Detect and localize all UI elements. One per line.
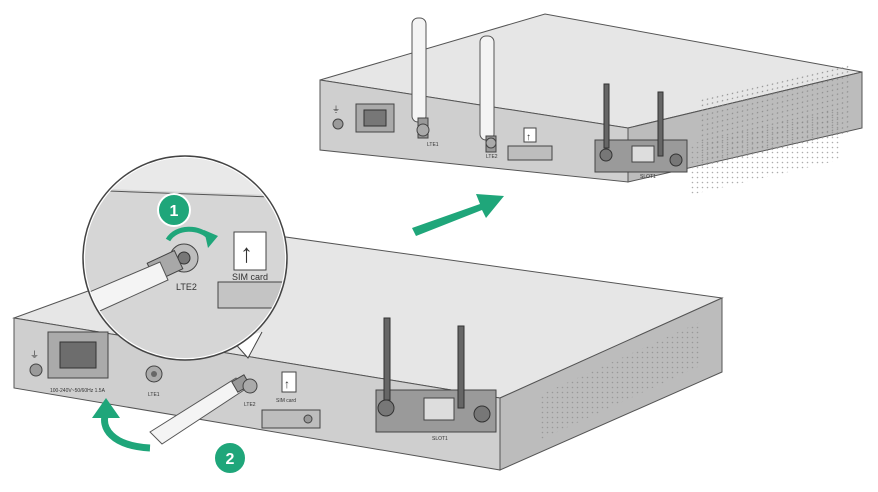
- slot1-module-top: [594, 83, 688, 173]
- sim-slot: [261, 409, 321, 429]
- step-badge-1: 1: [157, 193, 191, 227]
- sim-card-label: SIM card: [276, 398, 296, 404]
- device-after-install: ⏚ LTE1 LTE2 ↑ SLOT1: [319, 13, 863, 195]
- lte2-label-top: LTE2: [486, 154, 498, 160]
- zoom-callout: ↑ SIM card LTE2: [82, 155, 288, 361]
- slot1-label-top: SLOT1: [640, 174, 656, 180]
- slot1-label: SLOT1: [432, 436, 448, 442]
- ground-screw: [29, 363, 43, 377]
- sim-arrow-icon: ↑: [526, 132, 531, 143]
- power-socket: [47, 331, 109, 379]
- lte2-antenna: [479, 35, 497, 153]
- lte1-label-top: LTE1: [427, 142, 439, 148]
- slot1-module: [375, 317, 497, 433]
- ground-icon: ⏚: [332, 105, 340, 114]
- sim-card-label-zoom: SIM card: [232, 272, 268, 282]
- sim-arrow-icon: ↑: [284, 377, 290, 391]
- lte2-label: LTE2: [244, 402, 256, 408]
- lte2-label-zoom: LTE2: [176, 282, 197, 292]
- lte1-label: LTE1: [148, 392, 160, 398]
- ground-screw: [332, 118, 344, 130]
- power-socket: [355, 103, 395, 133]
- lte1-antenna: [411, 17, 430, 139]
- ground-icon: ⏚: [30, 350, 39, 360]
- power-rating-label: 100-240V~50/60Hz 1.5A: [50, 388, 106, 394]
- svg-text:1: 1: [170, 203, 179, 220]
- sim-slot-top: [507, 145, 553, 161]
- transition-arrow-icon: [412, 194, 504, 236]
- step-badge-2: 2: [213, 441, 247, 475]
- lte2-antenna-attaching: [149, 374, 258, 445]
- sim-arrow-icon: ↑: [240, 238, 253, 268]
- svg-text:2: 2: [226, 451, 235, 468]
